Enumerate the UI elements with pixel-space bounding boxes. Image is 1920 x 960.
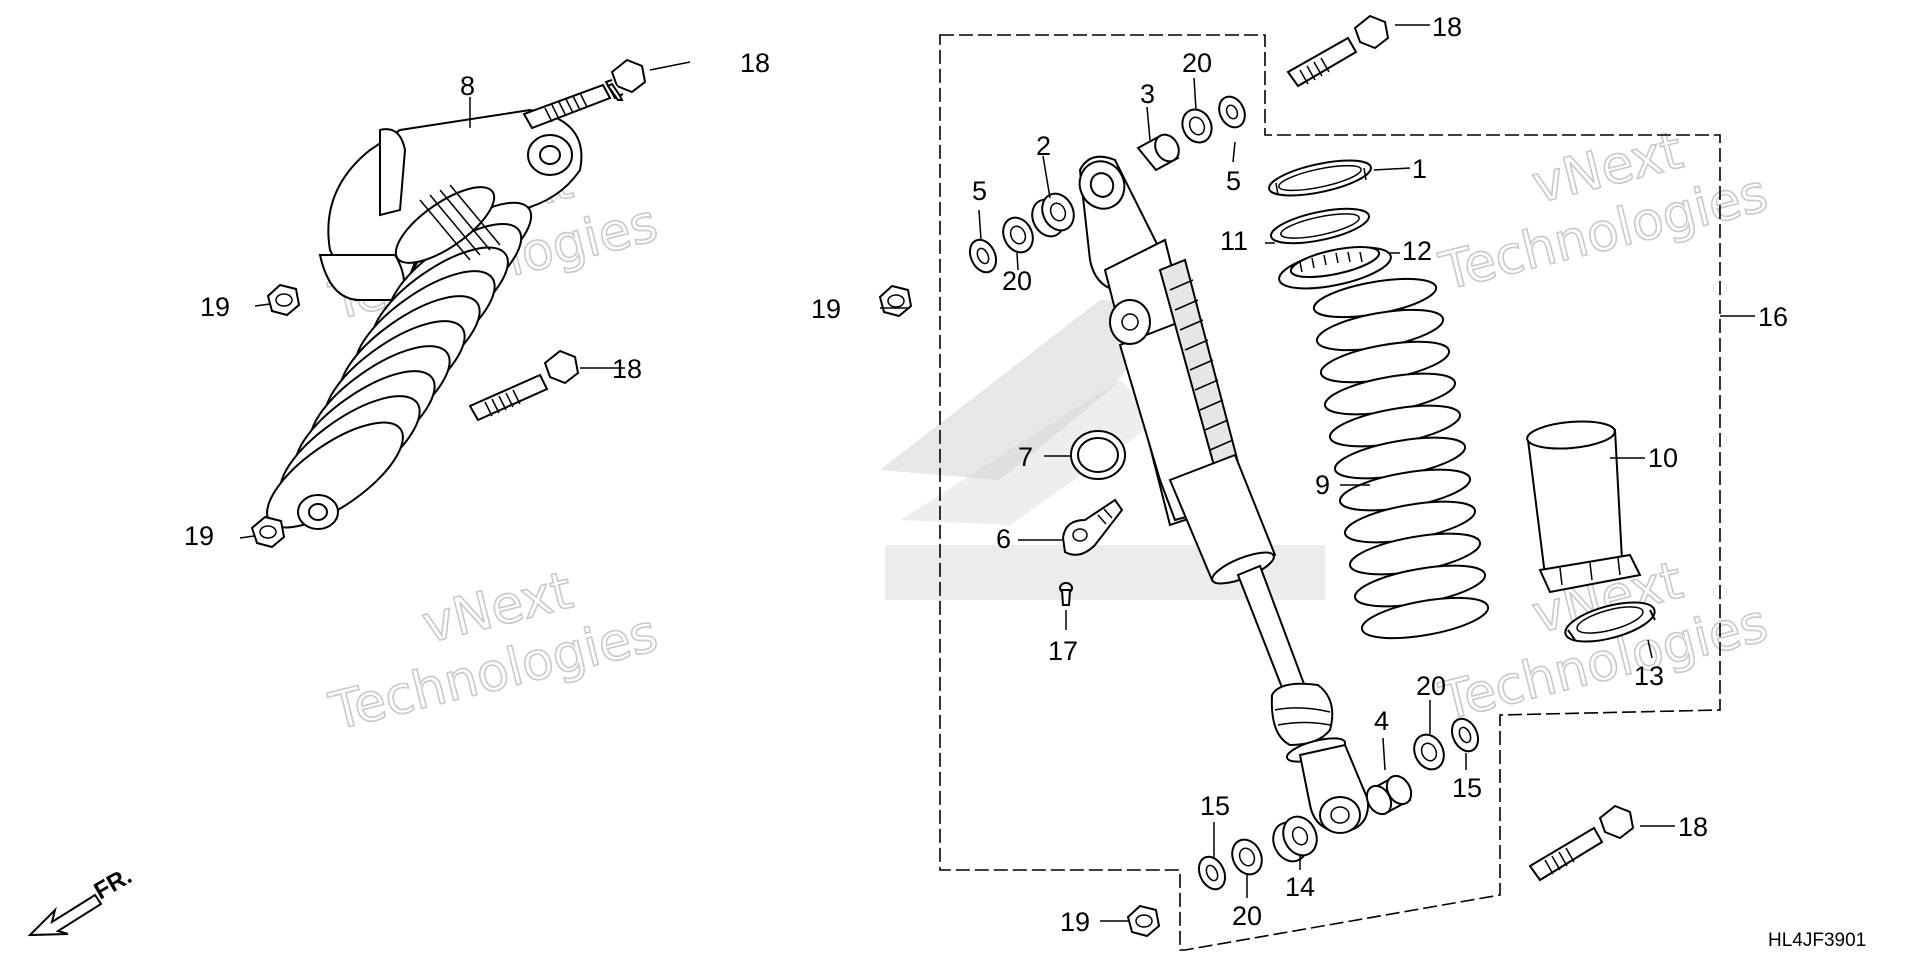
front-direction-arrow-icon — [27, 893, 103, 937]
callout-11: 11 — [1220, 226, 1248, 256]
lock-nut-1 — [1268, 159, 1372, 197]
callout-19: 19 — [1060, 907, 1090, 937]
bearing-2 — [1031, 192, 1075, 238]
stopper-13 — [1564, 601, 1656, 643]
callout-19: 19 — [184, 521, 214, 551]
callout-14: 14 — [1285, 872, 1315, 902]
leader-lines — [239, 24, 1755, 922]
dust-cover-10 — [1526, 420, 1642, 594]
callout-15: 15 — [1452, 773, 1482, 803]
callout-13: 13 — [1634, 661, 1664, 691]
nut-19-upper-left — [266, 283, 301, 317]
screw-17 — [1059, 582, 1073, 606]
washer-5-upper — [1218, 95, 1246, 129]
callout-20: 20 — [1182, 48, 1212, 78]
assembly-boundary-16 — [939, 34, 1721, 951]
assembled-shock-absorber — [266, 108, 583, 530]
callout-3: 3 — [1140, 79, 1155, 109]
callout-5: 5 — [1226, 166, 1241, 196]
callout-18: 18 — [740, 48, 770, 78]
spring-9 — [1312, 277, 1490, 640]
callout-20: 20 — [1002, 266, 1032, 296]
callout-20: 20 — [1416, 671, 1446, 701]
callout-19: 19 — [811, 294, 841, 324]
callout-16: 16 — [1758, 302, 1788, 332]
damper-body — [1078, 155, 1370, 834]
circlip-7 — [1070, 430, 1126, 480]
callout-7: 7 — [1018, 442, 1033, 472]
seal-20-left — [1002, 216, 1034, 254]
callout-5: 5 — [972, 176, 987, 206]
seal-20-lower-right — [1413, 733, 1445, 771]
collar-3 — [1136, 133, 1180, 172]
bolt-18-lower-right — [1528, 804, 1635, 882]
callout-labels: 8 18 19 18 19 18 20 3 5 2 5 20 19 1 11 1… — [184, 12, 1788, 937]
callout-1: 1 — [1412, 154, 1427, 184]
seal-20-lower-left — [1231, 838, 1263, 876]
callout-18: 18 — [1432, 12, 1462, 42]
callout-15: 15 — [1200, 791, 1230, 821]
bolt-18-upper-left — [522, 58, 647, 130]
callout-12: 12 — [1402, 236, 1432, 266]
spring-seat-12 — [1278, 245, 1392, 290]
adjuster-6 — [1061, 498, 1124, 556]
callout-17: 17 — [1048, 636, 1078, 666]
bolt-18-mid-left — [468, 349, 580, 422]
callout-2: 2 — [1036, 131, 1051, 161]
callout-18: 18 — [1678, 812, 1708, 842]
callout-9: 9 — [1315, 470, 1330, 500]
seal-20-upper — [1181, 108, 1213, 144]
nut-19-upper-right — [878, 284, 913, 318]
bolt-18-upper-right — [1286, 14, 1390, 88]
callout-18: 18 — [612, 354, 642, 384]
washer-5-left — [968, 238, 998, 274]
bearing-14 — [1272, 815, 1318, 863]
adjuster-nut-11 — [1270, 207, 1370, 245]
nut-19-lower-left — [250, 515, 286, 549]
nut-19-lower-right — [1126, 904, 1161, 938]
callout-6: 6 — [996, 524, 1011, 554]
callout-8: 8 — [460, 71, 475, 101]
collar-4 — [1365, 774, 1413, 816]
washer-15-lower-left — [1197, 855, 1227, 891]
washer-15-lower-right — [1450, 717, 1480, 753]
diagram-code: HL4JF3901 — [1768, 930, 1866, 951]
callout-19: 19 — [200, 292, 230, 322]
callout-20: 20 — [1232, 901, 1262, 931]
callout-4: 4 — [1374, 706, 1389, 736]
callout-10: 10 — [1648, 443, 1678, 473]
assembled-spring — [266, 201, 533, 529]
